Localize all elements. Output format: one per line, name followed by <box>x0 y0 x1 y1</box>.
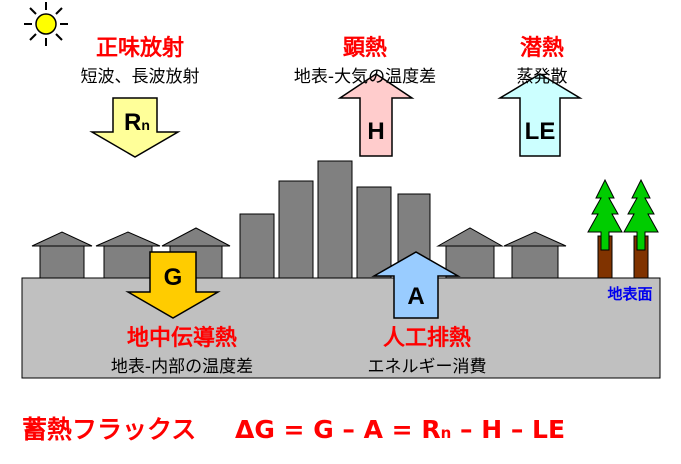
anthropogenic-heat-arrow <box>371 251 461 319</box>
house <box>503 231 567 279</box>
latent-heat-symbol: LE <box>525 118 556 145</box>
storage-flux-equation: 蓄熱フラックス ΔG = G – A = Rn – H – LE <box>22 410 565 446</box>
building <box>239 213 275 279</box>
sensible-heat-title: 顕熱 <box>342 36 388 61</box>
building <box>317 160 353 279</box>
sun-icon <box>24 2 68 46</box>
tree <box>587 178 623 279</box>
equation-rhs: – H – LE <box>451 415 566 444</box>
equation-lhs: ΔG = G – A = R <box>234 415 441 444</box>
sensible-heat-symbol: H <box>367 118 384 145</box>
surface-label: 地表面 <box>607 285 653 303</box>
anthropogenic-heat-subtitle: エネルギー消費 <box>367 357 487 377</box>
equation-lhs-sub: n <box>440 424 452 442</box>
net-radiation-arrow <box>89 97 181 158</box>
ground-heat-subtitle: 地表-内部の温度差 <box>110 357 254 377</box>
building <box>356 186 392 279</box>
net-radiation-title: 正味放射 <box>95 36 185 61</box>
net-radiation-subtitle: 短波、長波放射 <box>80 67 200 87</box>
ground-heat-arrow <box>125 251 221 319</box>
net-radiation-symbol: Rn <box>124 109 150 136</box>
equation-label: 蓄熱フラックス <box>22 415 197 444</box>
house <box>31 231 93 279</box>
tree <box>623 178 659 279</box>
house <box>95 231 161 279</box>
building <box>278 180 314 279</box>
anthropogenic-heat-symbol: A <box>407 283 424 310</box>
ground-heat-symbol: G <box>164 264 183 291</box>
ground-heat-title: 地中伝導熱 <box>126 326 238 351</box>
anthropogenic-heat-title: 人工排熱 <box>382 326 472 351</box>
latent-heat-subtitle: 蒸発散 <box>516 67 568 87</box>
latent-heat-arrow <box>497 73 583 157</box>
house <box>436 227 504 279</box>
ground-surface <box>21 277 661 379</box>
latent-heat-title: 潜熱 <box>519 36 565 61</box>
sensible-heat-subtitle: 地表-大気の温度差 <box>293 67 437 87</box>
sensible-heat-arrow <box>337 73 415 157</box>
